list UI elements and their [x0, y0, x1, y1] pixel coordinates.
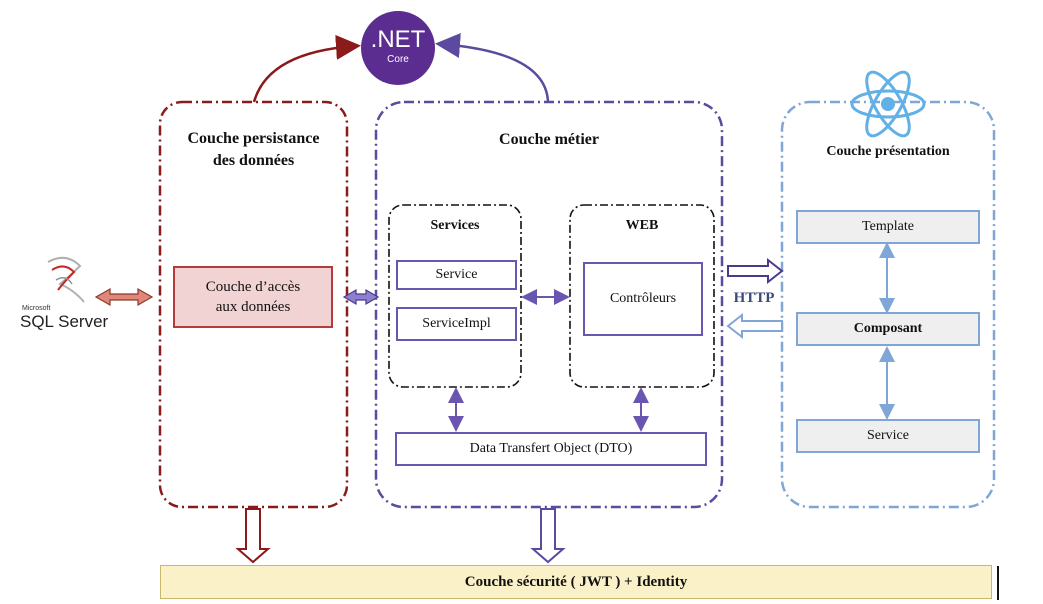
controllers-box: Contrôleurs — [583, 262, 703, 336]
http-response-arrow — [726, 312, 783, 340]
data-access-line1: Couche d’accès — [205, 279, 301, 295]
composant-box: Composant — [796, 312, 980, 346]
dotnet-logo-circle — [361, 11, 435, 85]
services-group-title: Services — [430, 218, 480, 233]
template-box: Template — [796, 210, 980, 244]
business-to-dotnet-arrow — [435, 33, 550, 103]
web-group-title: WEB — [625, 218, 659, 233]
persistence-to-dotnet-arrow — [252, 34, 361, 103]
persistence-business-double-arrow — [342, 288, 380, 306]
dotnet-logo-sub: Core — [387, 54, 409, 65]
react-icon — [850, 70, 926, 138]
presentation-service-box: Service — [796, 419, 980, 453]
presentation-layer-container — [780, 100, 996, 509]
persistence-layer-title-line2: des données — [212, 152, 295, 169]
persistence-layer-title-line1: Couche persistance — [187, 130, 320, 147]
data-access-box: Couche d’accès aux données — [173, 266, 333, 328]
business-security-arrow — [530, 508, 566, 564]
business-layer-title: Couche métier — [499, 131, 599, 148]
security-layer-bar: Couche sécurité ( JWT ) + Identity — [160, 565, 992, 599]
presentation-layer-title: Couche présentation — [826, 144, 950, 159]
business-layer-container — [374, 100, 724, 509]
data-access-line2: aux données — [215, 299, 291, 315]
persistence-layer-container — [158, 100, 349, 509]
sql-server-logo-main: SQL Server — [20, 312, 109, 331]
dotnet-logo-main: .NET — [370, 26, 426, 53]
dto-box: Data Transfert Object (DTO) — [395, 432, 707, 466]
sql-server-icon — [47, 256, 85, 303]
sql-server-logo-small: Microsoft — [22, 305, 51, 312]
http-label: HTTP — [733, 290, 775, 306]
serviceimpl-box: ServiceImpl — [396, 307, 517, 341]
sql-persistence-double-arrow — [94, 287, 154, 307]
http-request-arrow — [727, 257, 784, 285]
persistence-security-arrow — [235, 508, 271, 564]
service-box: Service — [396, 260, 517, 290]
